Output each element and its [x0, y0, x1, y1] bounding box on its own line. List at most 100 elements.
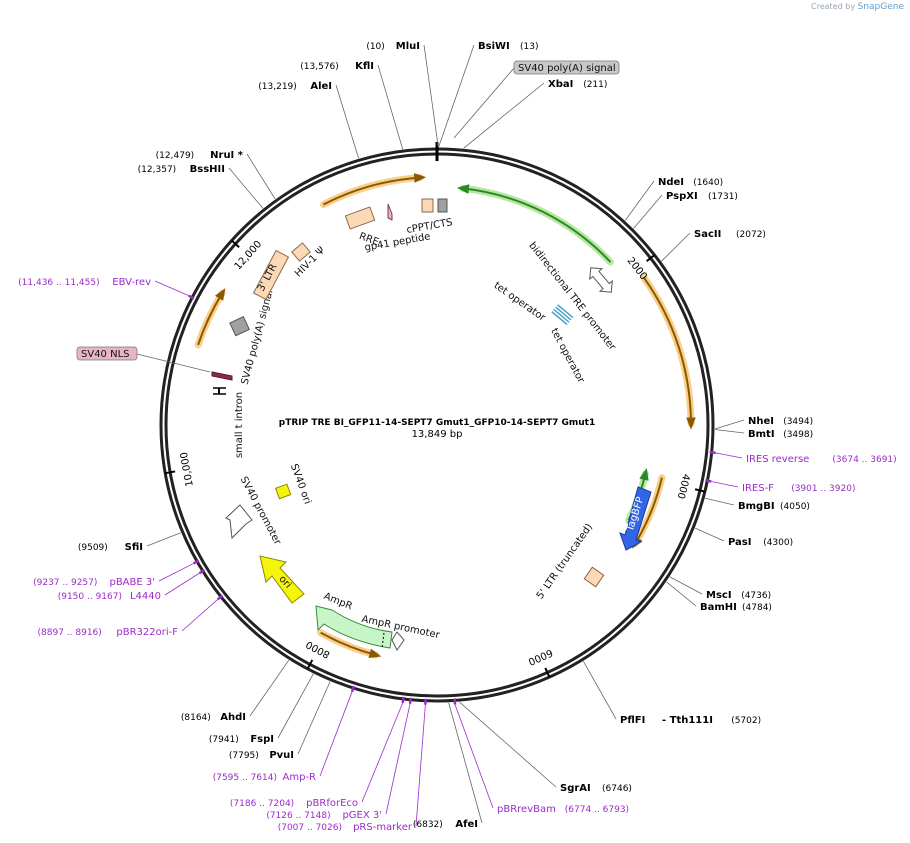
site-name-sgrai[interactable]: SgrAI [560, 783, 591, 794]
credit-prefix: Created by [811, 2, 856, 11]
rre-shape [344, 206, 376, 230]
site-pos-bsshii: (12,357) [138, 165, 177, 175]
site-pos-sacii: (2072) [736, 230, 766, 240]
site-name-fspi[interactable]: FspI [250, 734, 274, 745]
site-pos-fspi: (7941) [209, 735, 239, 745]
site-line-pspxi [633, 194, 663, 229]
site-pos-bamhi: (4784) [742, 603, 772, 613]
site-name-pflfi[interactable]: PflFI [620, 715, 645, 726]
cppt-shape [421, 198, 434, 213]
tick-mark [645, 254, 656, 262]
primer-range-amp-r: (7595 .. 7614) [213, 773, 277, 783]
primer-range-pbrrevbam: (6774 .. 6793) [565, 805, 629, 815]
primer-name-l4440[interactable]: L4440 [130, 591, 161, 602]
primer-name-ires-f[interactable]: IRES-F [742, 483, 774, 494]
primer-range-prs-marker: (7007 .. 7026) [278, 823, 342, 833]
orf-arc [322, 176, 421, 206]
primer-name-pbabe3[interactable]: pBABE 3' [109, 577, 155, 588]
site-name-bmgbi[interactable]: BmgBI [738, 501, 775, 512]
site-line-ndei [624, 180, 655, 221]
primer-range-ebv-rev: (11,436 .. 11,455) [18, 278, 99, 288]
primer-name-pbrrevbam[interactable]: pBRrevBam [497, 804, 556, 815]
site-pos-nhei: (3494) [783, 417, 813, 427]
site-name-xbai[interactable]: XbaI [548, 79, 573, 90]
site-name-afei[interactable]: AfeI [455, 819, 478, 830]
site-name-bmti[interactable]: BmtI [748, 429, 775, 440]
site-line-sacii [661, 232, 691, 262]
cppt-gray-shape [437, 198, 448, 213]
primer-name-ebv-rev[interactable]: EBV-rev [112, 277, 151, 288]
tet-operator-label-1: tet operator [492, 280, 548, 324]
site-line-pflfi [583, 661, 617, 720]
site-name-nhei[interactable]: NheI [748, 416, 774, 427]
site-line-msci [669, 576, 703, 595]
plasmid-name: pTRIP TRE BI_GFP11-14-SEPT7 Gmut1_GFP10-… [279, 418, 595, 428]
primer-name-prs-marker[interactable]: pRS-marker [353, 822, 413, 833]
snapgene-credit: Created by SnapGene [811, 2, 904, 12]
site-name-msci[interactable]: MscI [706, 590, 732, 601]
primer-line-pgex3 [385, 703, 411, 815]
orf-arrowhead [368, 648, 382, 659]
ampr-shape [315, 605, 393, 649]
site-name-sacii[interactable]: SacII [694, 229, 721, 240]
snapgene-logo: SnapGene [857, 2, 904, 12]
primer-name-pbr322ori-f[interactable]: pBR322ori-F [116, 627, 178, 638]
site-name2-pflfi[interactable]: - Tth111I [662, 715, 713, 726]
primer-mark-ebv-rev [188, 294, 195, 300]
site-name-bsshii[interactable]: BssHII [190, 164, 225, 175]
primer-range-pbrforeco: (7186 .. 7204) [230, 799, 294, 809]
ori-shape [259, 555, 305, 604]
primer-name-pgex3[interactable]: pGEX 3' [342, 810, 382, 821]
site-pos-ndei: (1640) [693, 178, 723, 188]
orf-arrowhead [639, 468, 649, 481]
orf-arrowhead [214, 288, 226, 301]
ampr-promoter-shape [391, 631, 405, 651]
site-name-pspxi[interactable]: PspXI [666, 191, 698, 202]
ltr5-shape [583, 566, 605, 588]
boxed-text-sv40-nls[interactable]: SV40 NLS [81, 349, 130, 360]
primer-name-ires-rev[interactable]: IRES reverse [746, 454, 809, 465]
gp41-shape [387, 203, 393, 221]
small-t-intron-shape [213, 387, 226, 395]
site-pos-xbai: (211) [583, 80, 607, 90]
site-pos-afei: (6832) [413, 820, 443, 830]
primer-range-pgex3: (7126 .. 7148) [266, 811, 330, 821]
boxed-text-sv40-polya-top[interactable]: SV40 poly(A) signal [518, 63, 616, 74]
orf-arc [462, 187, 612, 263]
orf-arrowhead [413, 173, 427, 183]
site-name-nrui[interactable]: NruI * [210, 150, 244, 161]
tick-label: 10,000 [179, 451, 196, 487]
site-name-mlui[interactable]: MluI [396, 41, 420, 52]
sv40-nls-marker [211, 371, 233, 381]
primer-line-l4440 [164, 572, 200, 596]
tick-mark [231, 239, 240, 248]
orf-arc-glow [319, 174, 424, 209]
site-name-bamhi[interactable]: BamHI [700, 602, 737, 613]
site-pos-pspxi: (1731) [708, 192, 738, 202]
site-pos-mlui: (10) [366, 42, 384, 52]
site-line-fspi [277, 673, 314, 739]
site-name-pasi[interactable]: PasI [728, 537, 751, 548]
primer-line-pbrforeco [361, 702, 404, 803]
primer-mark-ires-f [705, 479, 712, 483]
primer-line-ires-f [711, 481, 739, 488]
site-pos-bmgbi: (4050) [780, 502, 810, 512]
site-name-pvui[interactable]: PvuI [269, 750, 294, 761]
site-pos-kfli: (13,576) [300, 62, 339, 72]
primer-range-ires-f: (3901 .. 3920) [791, 484, 855, 494]
site-name-kfli[interactable]: KflI [355, 61, 374, 72]
site-name-sfii[interactable]: SfiI [125, 542, 143, 553]
site-name-ndei[interactable]: NdeI [658, 177, 684, 188]
bidirectional-tre-shape [589, 267, 613, 293]
primer-mark-pbrforeco [401, 696, 405, 704]
site-name-bsiwi[interactable]: BsiWI [478, 41, 510, 52]
primer-name-pbrforeco[interactable]: pBRforEco [306, 798, 358, 809]
small-t-intron-label: small t intron [234, 392, 245, 458]
primer-range-l4440: (9150 .. 9167) [58, 592, 122, 602]
site-line-pasi [694, 527, 725, 542]
site-name-ahdi[interactable]: AhdI [220, 712, 246, 723]
primer-name-amp-r[interactable]: Amp-R [283, 772, 317, 783]
site-name-alei[interactable]: AleI [310, 81, 332, 92]
primer-line-prs-marker [415, 704, 426, 827]
